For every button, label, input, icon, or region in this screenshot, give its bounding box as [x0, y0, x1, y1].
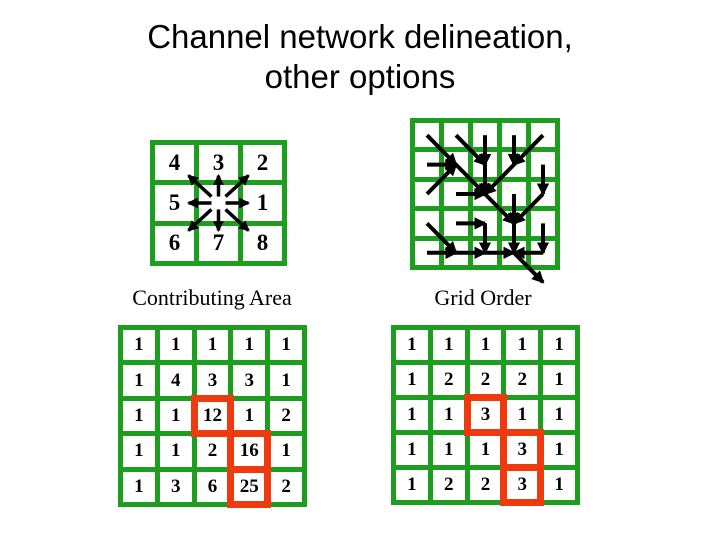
grid-cell — [531, 152, 555, 177]
grid-cell — [415, 123, 439, 148]
grid-cell: 1 — [123, 365, 155, 396]
grid-cell: 2 — [270, 471, 302, 502]
grid-cell: 1 — [270, 330, 302, 361]
grid-cell: 4 — [155, 145, 194, 181]
grid-cell: 1 — [469, 330, 502, 360]
grid-cell: 2 — [469, 365, 502, 395]
grid-cell: 2 — [432, 365, 465, 395]
grid-cell — [531, 211, 555, 236]
grid-cell: 2 — [243, 145, 282, 181]
grid-cell: 2 — [196, 436, 229, 467]
grid-cell: 1 — [123, 471, 155, 502]
grid-cell: 1 — [233, 400, 266, 432]
grid-cell: 1 — [543, 470, 575, 500]
flow-direction-grid — [410, 118, 560, 270]
grid-cell: 3 — [159, 471, 192, 502]
grid-cell: 3 — [233, 365, 266, 396]
grid-cell: 2 — [270, 400, 302, 432]
grid-cell: 1 — [506, 400, 539, 430]
grid-cell — [531, 181, 555, 207]
grid-cell — [502, 123, 526, 148]
grid-cell: 2 — [469, 470, 502, 500]
grid-cell — [415, 181, 439, 207]
grid-cell: 1 — [270, 436, 302, 467]
grid-cell: 1 — [396, 365, 428, 395]
grid-cell — [473, 240, 497, 265]
grid-cell — [502, 181, 526, 207]
contributing-area-label: Contributing Area — [132, 285, 292, 310]
grid-cell: 5 — [155, 185, 194, 221]
grid-cell: 1 — [243, 185, 282, 221]
grid-cell: 3 — [469, 400, 502, 430]
grid-cell: 1 — [159, 330, 192, 361]
grid-cell — [531, 123, 555, 148]
grid-cell: 7 — [199, 225, 238, 261]
grid-cell: 3 — [196, 365, 229, 396]
grid-cell: 1 — [123, 436, 155, 467]
grid-cell: 1 — [233, 330, 266, 361]
grid-cell: 6 — [155, 225, 194, 261]
grid-cell — [502, 211, 526, 236]
grid-cell — [444, 152, 468, 177]
highlighted-cell-outline — [190, 394, 235, 438]
grid-cell: 6 — [196, 471, 229, 502]
grid-cell — [444, 211, 468, 236]
grid-cell: 1 — [270, 365, 302, 396]
grid-cell — [473, 152, 497, 177]
grid-cell: 1 — [396, 400, 428, 430]
grid-cell — [531, 240, 555, 265]
title-line-1: Channel network delineation, — [147, 18, 573, 55]
grid-cell: 4 — [159, 365, 192, 396]
grid-cell: 3 — [506, 470, 539, 500]
grid-cell: 1 — [543, 435, 575, 465]
highlighted-cell-outline — [227, 465, 272, 508]
grid-cell: 1 — [432, 400, 465, 430]
grid-cell — [199, 185, 238, 221]
grid-cell: 1 — [432, 330, 465, 360]
grid-cell: 1 — [159, 436, 192, 467]
grid-cell: 1 — [396, 435, 428, 465]
grid-cell — [415, 152, 439, 177]
grid-cell — [473, 123, 497, 148]
grid-cell — [444, 240, 468, 265]
title-line-2: other options — [264, 58, 456, 95]
grid-cell: 3 — [199, 145, 238, 181]
grid-cell: 1 — [123, 330, 155, 361]
grid-cell — [415, 240, 439, 265]
grid-cell: 1 — [159, 400, 192, 432]
grid-cell — [502, 240, 526, 265]
grid-cell: 1 — [396, 330, 428, 360]
grid-cell: 1 — [543, 365, 575, 395]
grid-cell: 1 — [196, 330, 229, 361]
highlighted-cell-outline — [500, 464, 545, 506]
grid-cell: 1 — [543, 330, 575, 360]
grid-cell — [502, 152, 526, 177]
grid-cell — [415, 211, 439, 236]
grid-cell: 1 — [123, 400, 155, 432]
grid-cell: 2 — [432, 470, 465, 500]
grid-cell — [444, 123, 468, 148]
grid-cell: 12 — [196, 400, 229, 432]
grid-cell: 1 — [543, 400, 575, 430]
grid-cell: 2 — [506, 365, 539, 395]
grid-cell — [473, 211, 497, 236]
slide-title: Channel network delineation, other optio… — [0, 17, 720, 97]
grid-cell: 1 — [506, 330, 539, 360]
grid-cell: 16 — [233, 436, 266, 467]
grid-cell: 3 — [506, 435, 539, 465]
highlighted-cell-outline — [463, 394, 508, 436]
grid-order-label: Grid Order — [434, 285, 532, 310]
grid-cell — [444, 181, 468, 207]
grid-cell: 1 — [396, 470, 428, 500]
grid-cell: 1 — [469, 435, 502, 465]
grid-cell: 25 — [233, 471, 266, 502]
grid-cell — [473, 181, 497, 207]
grid-cell: 1 — [432, 435, 465, 465]
grid-cell: 8 — [243, 225, 282, 261]
